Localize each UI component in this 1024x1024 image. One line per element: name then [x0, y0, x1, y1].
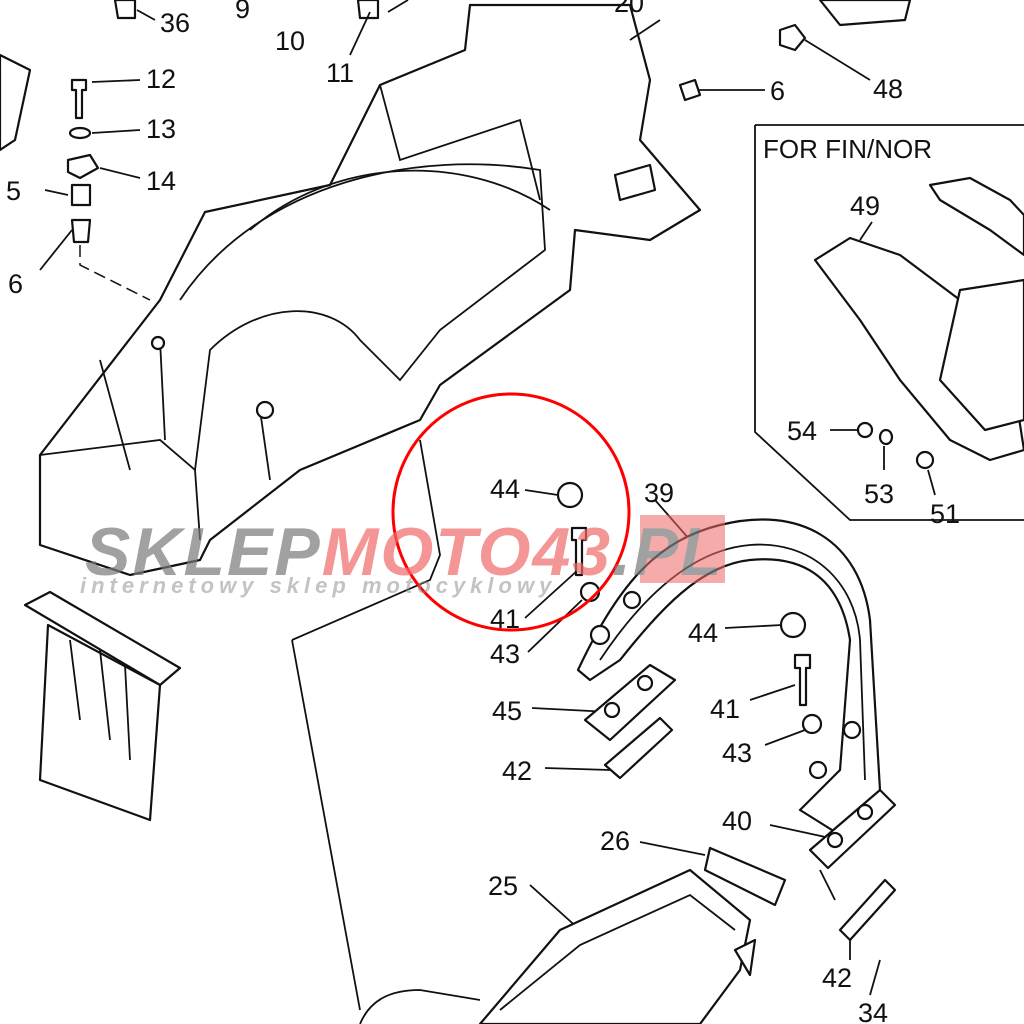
svg-text:SKLEPMOTO43.PL: SKLEPMOTO43.PL: [85, 514, 724, 590]
highlight-circle: [391, 392, 631, 632]
watermark-brand-suffix: .PL: [612, 514, 724, 590]
callout-44-circled: 44: [490, 474, 520, 504]
callout-34: 34: [858, 998, 888, 1024]
callout-13: 13: [146, 114, 176, 144]
rear-fender: [38, 3, 702, 577]
callout-43: 43: [722, 738, 752, 768]
callout-9: 9: [235, 0, 250, 24]
callout-12: 12: [146, 64, 176, 94]
callout-11: 11: [326, 58, 354, 88]
callout-10: 10: [275, 26, 305, 56]
callout-20: 20: [614, 0, 644, 18]
fasteners-left: [0, 0, 912, 301]
callout-6-top: 6: [770, 76, 785, 106]
watermark-tagline: internetowy sklep motocyklowy: [80, 573, 556, 598]
callout-49: 49: [850, 191, 880, 221]
callout-26: 26: [600, 826, 630, 856]
callout-5: 5: [6, 176, 21, 206]
callout-48: 48: [873, 74, 903, 104]
callout-6-left: 6: [8, 269, 23, 299]
callout-45: 45: [492, 696, 522, 726]
license-bracket: [23, 590, 182, 822]
callout-41-circled: 41: [490, 604, 520, 634]
callout-53: 53: [864, 479, 894, 509]
watermark-brand-gray: SKLEP: [85, 514, 322, 590]
callout-44: 44: [688, 618, 718, 648]
callout-51: 51: [930, 499, 960, 529]
seat-cowl: [359, 868, 757, 1024]
callout-14: 14: [146, 166, 176, 196]
callout-41: 41: [710, 694, 740, 724]
brackets: [556, 481, 897, 942]
callout-42-lower: 42: [822, 963, 852, 993]
callout-40: 40: [722, 806, 752, 836]
inset-fin-nor: [754, 124, 1024, 521]
watermark-brand-red: MOTO43: [322, 514, 612, 590]
callout-36: 36: [160, 8, 190, 38]
callout-54: 54: [787, 416, 817, 446]
callout-labels: FOR FIN/NOR 36 9 10 11 20 48 6 12 13 14 …: [6, 0, 960, 1024]
callout-43-circled: 43: [490, 639, 520, 669]
callout-25: 25: [488, 871, 518, 901]
watermark-logo: SKLEPMOTO43.PL internetowy sklep motocyk…: [80, 514, 725, 598]
callout-39: 39: [644, 478, 674, 508]
leader-lines: [39, 0, 881, 1011]
callout-42: 42: [502, 756, 532, 786]
inset-title: FOR FIN/NOR: [763, 134, 932, 164]
